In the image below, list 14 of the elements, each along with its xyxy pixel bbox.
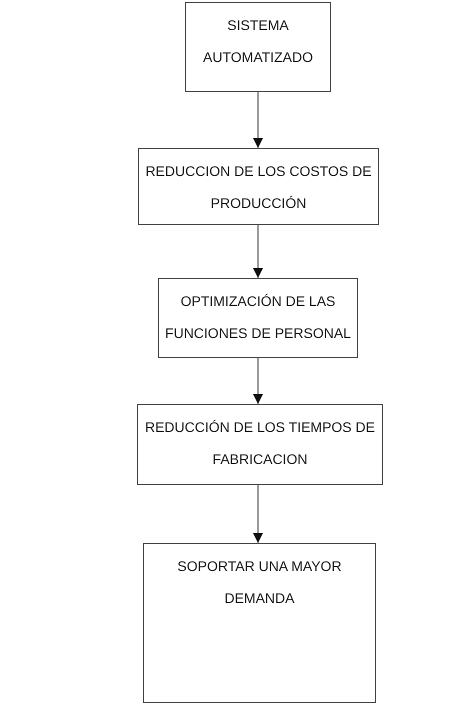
arrow	[253, 224, 263, 278]
arrow	[253, 358, 263, 404]
arrow	[253, 92, 263, 148]
box-label: REDUCCIÓN DE LOS TIEMPOS DE FABRICACION	[144, 418, 376, 469]
box-label: SISTEMA AUTOMATIZADO	[202, 16, 314, 67]
process-box	[137, 404, 383, 485]
process-box	[138, 148, 379, 225]
arrow	[253, 484, 263, 544]
box-label: OPTIMIZACIÓN DE LAS FUNCIONES DE PERSONAL	[164, 292, 352, 343]
box-label: SOPORTAR UNA MAYOR DEMANDA	[176, 557, 343, 608]
process-box	[185, 2, 331, 92]
box-label: REDUCCION DE LOS COSTOS DE PRODUCCIÓN	[144, 162, 373, 213]
process-box	[143, 543, 376, 703]
process-box	[158, 278, 358, 358]
